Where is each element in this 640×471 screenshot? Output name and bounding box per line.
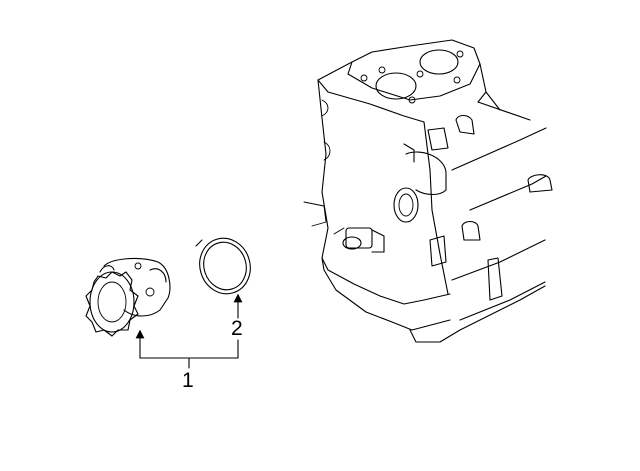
leader-lines: [135, 293, 243, 369]
water-pump-icon: [85, 257, 171, 337]
callout-1: 1: [182, 369, 194, 392]
callout-2: 2: [231, 317, 243, 340]
gasket-ring-icon: [195, 237, 251, 295]
engine-block-icon: [303, 39, 553, 343]
